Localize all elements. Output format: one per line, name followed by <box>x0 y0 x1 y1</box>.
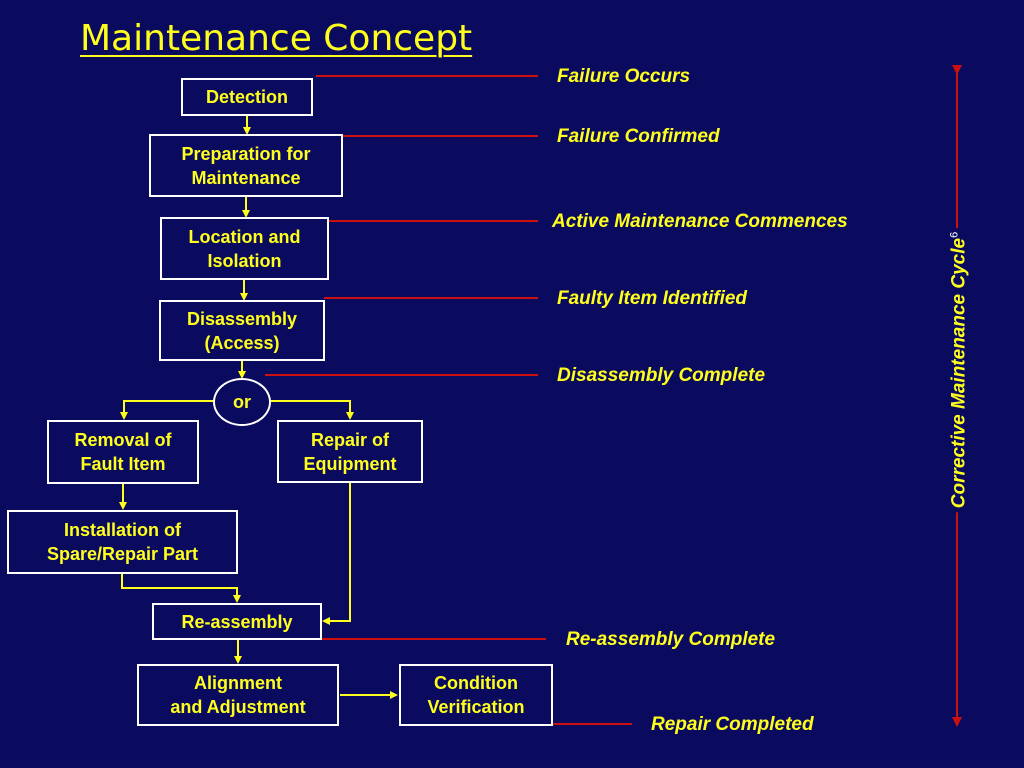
arrow-installation-reassembly <box>121 574 241 603</box>
event-lines <box>265 75 632 725</box>
event-failure-confirmed: Failure Confirmed <box>557 126 720 147</box>
removal-label-line2: Fault Item <box>80 454 166 474</box>
or-decision-node: or <box>213 378 271 426</box>
arrow-or-repair <box>270 400 354 420</box>
location-label-line2: Isolation <box>207 250 282 271</box>
detection-box: Detection <box>181 78 313 116</box>
installation-label-line1: Installation of <box>64 520 181 540</box>
disassembly-label-line2: (Access) <box>204 332 280 353</box>
repair-label-line1: Repair of <box>310 429 389 450</box>
flow-arrows <box>119 116 398 699</box>
event-reassembly-complete: Re-assembly Complete <box>566 629 776 650</box>
condition-label-line1: Condition <box>434 673 518 693</box>
preparation-label-line2: Maintenance <box>191 167 301 188</box>
event-active-maintenance: Active Maintenance Commences <box>552 211 848 232</box>
detection-label: Detection <box>205 87 288 107</box>
preparation-label-line1: Preparation for <box>181 143 311 164</box>
disassembly-label-line1: Disassembly <box>186 308 298 329</box>
arrow-repair-reassembly <box>322 483 351 625</box>
or-label: or <box>233 391 251 412</box>
corrective-maintenance-cycle-label: Corrective Maintenance Cycle6 <box>942 227 972 513</box>
repair-box: Repair of Equipment <box>277 420 423 483</box>
alignment-label-line2: and Adjustment <box>170 697 306 717</box>
reassembly-label: Re-assembly <box>181 611 293 632</box>
location-label-line1: Location and <box>188 226 301 247</box>
installation-label-line2: Spare/Repair Part <box>46 544 199 564</box>
condition-box: Condition Verification <box>399 664 553 726</box>
condition-label-line2: Verification <box>427 697 525 717</box>
alignment-box: Alignment and Adjustment <box>137 664 339 726</box>
event-disassembly-complete: Disassembly Complete <box>557 365 766 386</box>
preparation-box: Preparation for Maintenance <box>149 134 343 197</box>
removal-label-line1: Removal of <box>74 430 172 450</box>
event-repair-completed: Repair Completed <box>651 714 814 735</box>
repair-label-line2: Equipment <box>303 453 397 474</box>
cycle-footnote-marker: 6 <box>948 231 961 238</box>
cycle-label-text: Corrective Maintenance Cycle <box>948 237 970 509</box>
reassembly-box: Re-assembly <box>152 603 322 640</box>
location-box: Location and Isolation <box>160 217 329 280</box>
page-title: Maintenance Concept <box>80 18 473 59</box>
removal-box: Removal of Fault Item <box>47 420 199 484</box>
installation-box: Installation of Spare/Repair Part <box>7 510 238 574</box>
disassembly-box: Disassembly (Access) <box>159 300 325 361</box>
arrow-or-removal <box>120 400 214 420</box>
event-faulty-item: Faulty Item Identified <box>557 288 748 309</box>
event-failure-occurs: Failure Occurs <box>557 66 691 87</box>
alignment-label-line1: Alignment <box>194 673 282 693</box>
